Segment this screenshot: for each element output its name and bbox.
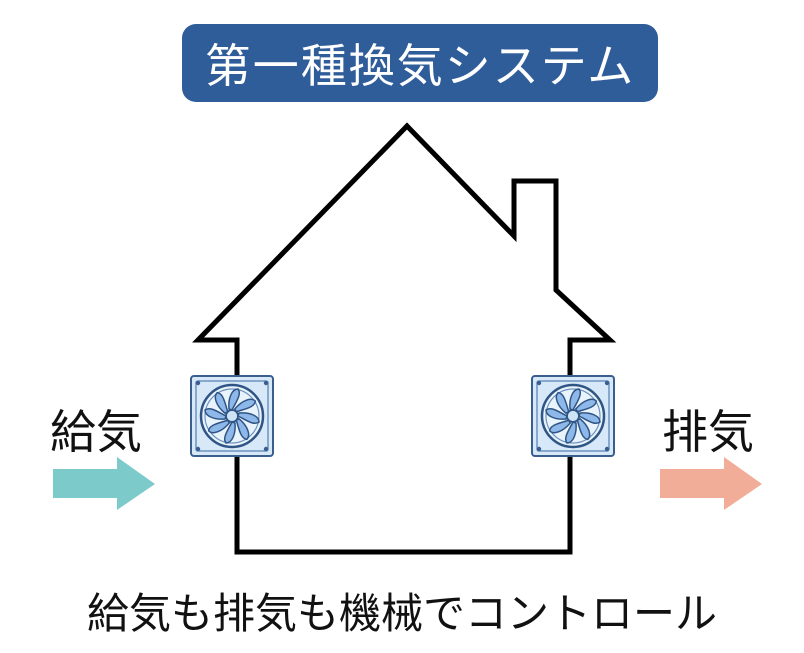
title-banner: 第一種換気システム [182, 24, 658, 102]
diagram-title: 第一種換気システム [204, 39, 636, 93]
exhaust-fan-icon [530, 374, 616, 458]
caption: 給気も排気も機械でコントロール [86, 589, 717, 638]
exhaust-label: 排気 [662, 405, 754, 459]
supply-fan-icon [189, 374, 275, 458]
house-outline [192, 122, 617, 555]
supply-label: 給気 [50, 405, 142, 459]
exhaust-arrow-icon [660, 457, 762, 510]
supply-arrow-icon [53, 457, 155, 510]
